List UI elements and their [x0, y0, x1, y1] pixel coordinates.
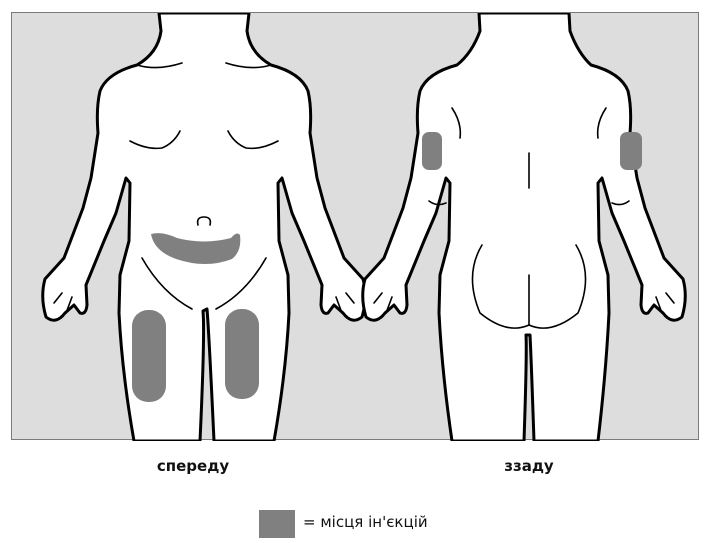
back-view-label: ззаду: [449, 457, 609, 475]
legend: = місця ін'єкцій: [303, 513, 428, 531]
front-figure: [43, 13, 366, 441]
injection-site-left-upper-arm: [422, 132, 442, 170]
injection-site-right-upper-arm: [620, 132, 642, 170]
injection-site-left-thigh: [132, 310, 166, 402]
front-view-label: спереду: [113, 457, 273, 475]
back-figure: [363, 13, 686, 441]
body-diagram-panel: [11, 12, 699, 440]
legend-label: місця ін'єкцій: [320, 513, 427, 531]
back-body-outline: [363, 13, 686, 441]
legend-equals: =: [303, 513, 316, 531]
body-diagram: [12, 13, 700, 441]
legend-swatch: [259, 510, 295, 538]
injection-site-right-thigh: [225, 309, 259, 399]
front-body-outline: [43, 13, 366, 441]
